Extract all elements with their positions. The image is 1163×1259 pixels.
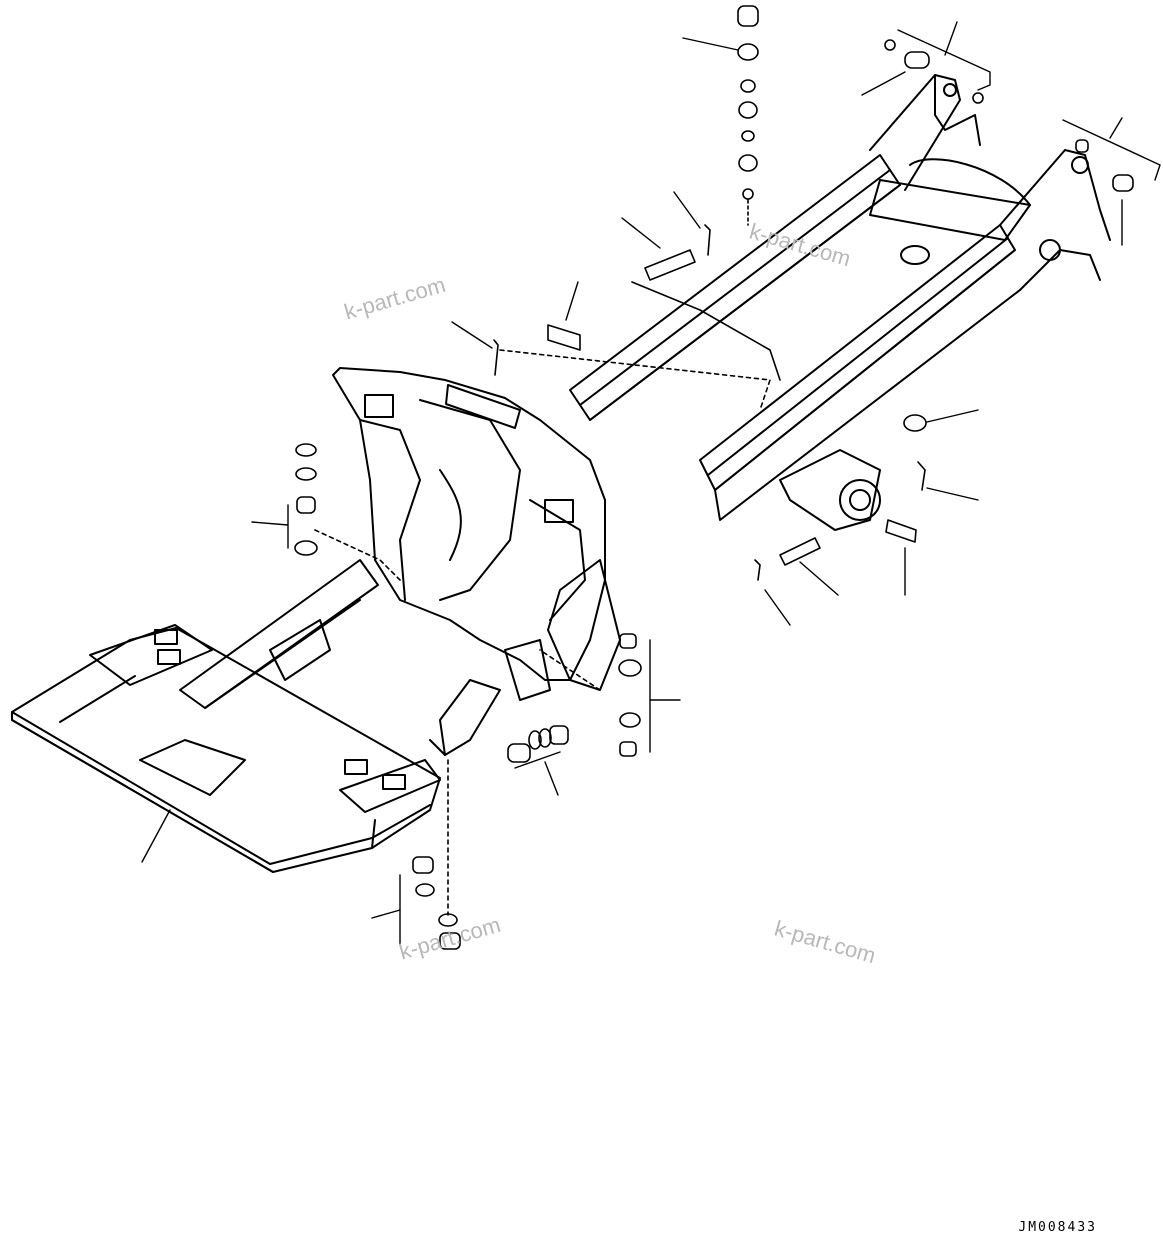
center-frame	[332, 367, 606, 681]
bolt-stack-bottom-left	[412, 759, 461, 950]
lower-strut	[429, 559, 621, 756]
cross-member	[869, 158, 1031, 265]
leader-lines	[141, 21, 1161, 946]
upper-beam-left	[569, 154, 901, 421]
bushing-set-top-right	[884, 39, 1134, 192]
pin-assembly-right	[754, 414, 927, 581]
pin-stack-bottom-center	[507, 725, 569, 763]
bolt-washer-stack-left	[294, 443, 401, 581]
bushing-stack-bottom	[539, 633, 642, 757]
main-frame	[11, 74, 1111, 873]
axle-housing	[779, 449, 881, 531]
rear-arm-left	[869, 74, 981, 191]
vertical-pin-stack	[737, 5, 759, 226]
pin-assembly-center	[493, 224, 781, 411]
rear-plate	[11, 624, 441, 873]
rear-arm-right	[999, 149, 1111, 291]
drawing-code: JM008433	[1018, 1220, 1097, 1235]
upper-beam-right	[699, 224, 1021, 521]
left-rail	[179, 559, 379, 709]
